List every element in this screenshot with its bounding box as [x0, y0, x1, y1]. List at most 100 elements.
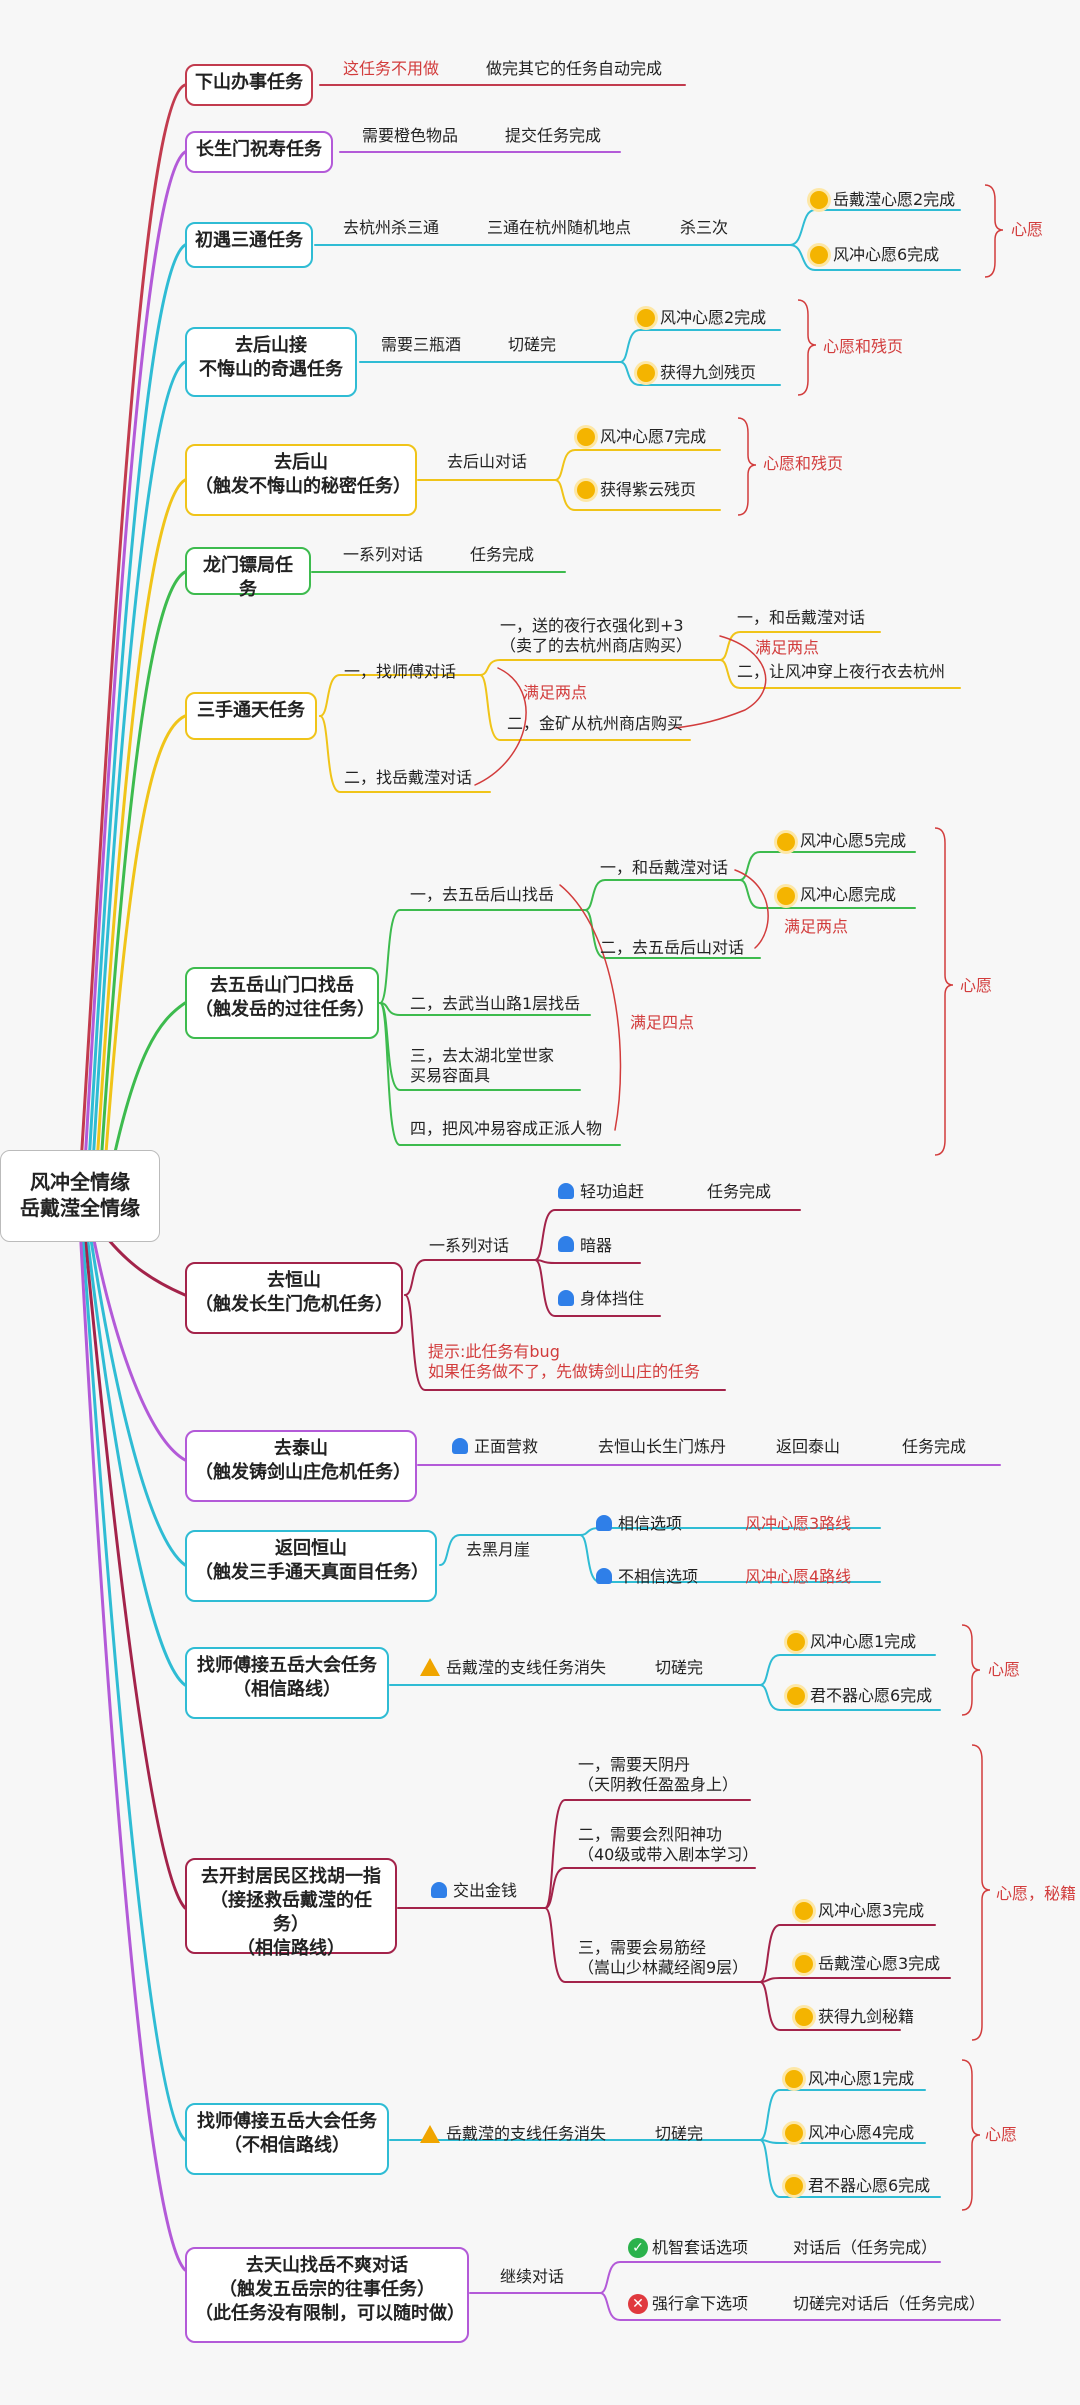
bell-icon — [596, 1515, 612, 1531]
task-node-5: 去后山 （触发不悔山的秘密任务） — [185, 444, 417, 516]
label: 需要三瓶酒 — [381, 335, 462, 354]
warning-icon — [420, 1658, 440, 1676]
task-node-2: 长生门祝寿任务 — [185, 131, 333, 173]
label: 正面营救 — [474, 1437, 539, 1456]
bell-icon — [596, 1568, 612, 1584]
task-node-11: 返回恒山 （触发三手通天真面目任务） — [185, 1530, 437, 1602]
lightbulb-icon — [777, 887, 795, 905]
label: 三，去太湖北堂世家 买易容面具 — [410, 1046, 555, 1085]
label: 风冲心愿6完成 — [833, 245, 940, 264]
label: 二，找岳戴滢对话 — [344, 768, 473, 787]
label: 获得九剑残页 — [660, 363, 757, 382]
label: 心愿和残页 — [763, 454, 844, 473]
label: 不相信选项 — [618, 1567, 699, 1586]
label: 岳戴滢心愿2完成 — [833, 190, 956, 209]
bell-icon — [452, 1438, 468, 1454]
label: 任务完成 — [707, 1182, 772, 1201]
label: 心愿 — [988, 1660, 1021, 1679]
label: 心愿 — [985, 2125, 1018, 2144]
lightbulb-icon — [787, 1633, 805, 1651]
bell-icon — [558, 1290, 574, 1306]
label: 去后山对话 — [447, 452, 528, 471]
label: 去恒山长生门炼丹 — [598, 1437, 727, 1456]
label: 切磋完对话后（任务完成） — [793, 2294, 986, 2313]
label: 风冲心愿7完成 — [600, 427, 707, 446]
bell-icon — [431, 1882, 447, 1898]
label: 心愿 — [960, 976, 993, 995]
label: 二，让风冲穿上夜行衣去杭州 — [737, 662, 946, 681]
label: 提交任务完成 — [505, 126, 602, 145]
label: 暗器 — [580, 1236, 613, 1255]
label: 风冲心愿4完成 — [808, 2123, 915, 2142]
lightbulb-icon — [795, 1902, 813, 1920]
task-node-3: 初遇三通任务 — [185, 222, 313, 268]
label: 二，去五岳后山对话 — [600, 938, 745, 957]
lightbulb-icon — [785, 2070, 803, 2088]
label: 风冲心愿2完成 — [660, 308, 767, 327]
task-node-1: 下山办事任务 — [185, 64, 313, 106]
label: 二，去武当山路1层找岳 — [410, 994, 581, 1013]
label: 风冲心愿3路线 — [745, 1514, 852, 1533]
label: 一系列对话 — [429, 1236, 510, 1255]
label: 一，和岳戴滢对话 — [600, 858, 729, 877]
check-icon: ✓ — [628, 2238, 648, 2258]
label: 一系列对话 — [343, 545, 424, 564]
task-node-8: 去五岳山门口找岳 （触发岳的过往任务） — [185, 967, 379, 1039]
lightbulb-icon — [787, 1687, 805, 1705]
label: 对话后（任务完成） — [793, 2238, 938, 2257]
label: 需要橙色物品 — [362, 126, 459, 145]
label: 获得紫云残页 — [600, 480, 697, 499]
task-node-15: 去天山找岳不爽对话 （触发五岳宗的往事任务） （此任务没有限制，可以随时做） — [185, 2247, 469, 2343]
label: 一，需要天阴丹 （天阴教任盈盈身上） — [578, 1755, 739, 1794]
label: 岳戴滢的支线任务消失 — [446, 2124, 607, 2143]
label: 轻功追赶 — [580, 1182, 645, 1201]
task-node-9: 去恒山 （触发长生门危机任务） — [185, 1262, 403, 1334]
lightbulb-icon — [577, 428, 595, 446]
label: 岳戴滢心愿3完成 — [818, 1954, 941, 1973]
lightbulb-icon — [577, 481, 595, 499]
label: 杀三次 — [680, 218, 729, 237]
label: 切磋完 — [508, 335, 557, 354]
cross-icon: ✕ — [628, 2294, 648, 2314]
label: 这任务不用做 — [343, 59, 440, 78]
label: 交出金钱 — [453, 1881, 518, 1900]
label: 满足四点 — [630, 1013, 695, 1032]
label: 风冲心愿5完成 — [800, 831, 907, 850]
label: 强行拿下选项 — [652, 2294, 749, 2313]
task-node-12: 找师傅接五岳大会任务 （相信路线） — [185, 1647, 389, 1719]
bell-icon — [558, 1236, 574, 1252]
lightbulb-icon — [637, 364, 655, 382]
task-node-13: 去开封居民区找胡一指 （接拯救岳戴滢的任务） （相信路线） — [185, 1858, 397, 1959]
label: 三，需要会易筋经 （嵩山少林藏经阁9层） — [578, 1938, 749, 1977]
task-node-14: 找师傅接五岳大会任务 （不相信路线） — [185, 2103, 389, 2175]
label: 机智套话选项 — [652, 2238, 749, 2257]
label: 身体挡住 — [580, 1289, 645, 1308]
label: 切磋完 — [655, 2124, 704, 2143]
task-node-6: 龙门镖局任务 — [185, 547, 311, 600]
label: 返回泰山 — [776, 1437, 841, 1456]
label: 任务完成 — [902, 1437, 967, 1456]
label: 切磋完 — [655, 1658, 704, 1677]
root-node: 风冲全情缘 岳戴滢全情缘 — [0, 1150, 160, 1242]
label: 君不器心愿6完成 — [810, 1686, 933, 1705]
lightbulb-icon — [810, 191, 828, 209]
label: 满足两点 — [523, 683, 588, 702]
label: 提示:此任务有bug 如果任务做不了，先做铸剑山庄的任务 — [428, 1342, 701, 1381]
label: 心愿 — [1011, 220, 1044, 239]
label: 去杭州杀三通 — [343, 218, 440, 237]
label: 心愿，秘籍 — [996, 1884, 1077, 1903]
label: 风冲心愿3完成 — [818, 1901, 925, 1920]
task-node-10: 去泰山 （触发铸剑山庄危机任务） — [185, 1430, 417, 1502]
label: 风冲心愿完成 — [800, 885, 897, 904]
label: 风冲心愿1完成 — [808, 2069, 915, 2088]
label: 继续对话 — [500, 2267, 565, 2286]
lightbulb-icon — [795, 2008, 813, 2026]
label: 任务完成 — [470, 545, 535, 564]
label: 一，去五岳后山找岳 — [410, 885, 555, 904]
label: 一，和岳戴滢对话 — [737, 608, 866, 627]
label: 心愿和残页 — [823, 337, 904, 356]
lightbulb-icon — [810, 246, 828, 264]
label: 一，找师傅对话 — [344, 662, 457, 681]
label: 君不器心愿6完成 — [808, 2176, 931, 2195]
